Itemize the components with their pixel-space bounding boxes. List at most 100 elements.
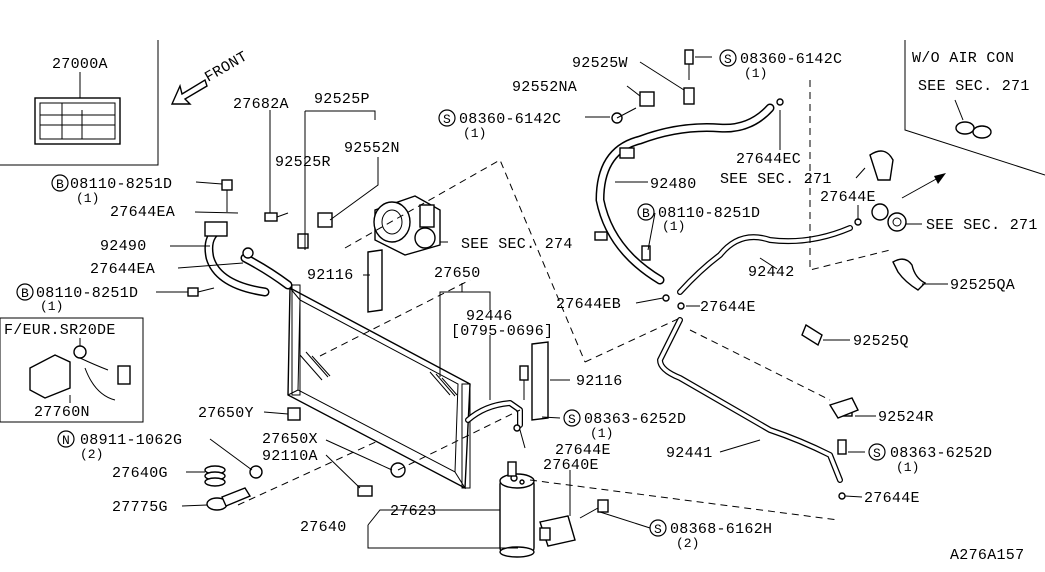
label-92525R: 92525R xyxy=(275,154,331,171)
label-27644EA-2: 27644EA xyxy=(90,261,155,278)
small-parts xyxy=(187,49,927,519)
screw-symbol xyxy=(563,409,581,427)
qty-08110-c: (1) xyxy=(662,219,685,234)
qty-08110-b: (1) xyxy=(40,299,63,314)
label-27000A: 27000A xyxy=(52,56,108,73)
pad-92116-a xyxy=(367,249,383,313)
label-27650: 27650 xyxy=(434,265,481,282)
inset-title-wo-aircon: W/O AIR CON xyxy=(912,50,1014,67)
label-92552N: 92552N xyxy=(344,140,400,157)
label-92525QA: 92525QA xyxy=(950,277,1015,294)
label-08360-b: 08360-6142C xyxy=(459,111,561,128)
svg-text:S: S xyxy=(873,446,881,461)
svg-text:S: S xyxy=(724,52,732,67)
label-27644EA-1: 27644EA xyxy=(110,204,175,221)
screw-symbol xyxy=(438,109,456,127)
label-27644E-mid: 27644E xyxy=(555,442,611,459)
inset-top-left: 27000A xyxy=(0,40,159,166)
part-labels: 27682A 92525P 92525R 92552N 08110-8251D … xyxy=(36,51,1038,564)
bolt-symbol xyxy=(637,203,655,221)
svg-text:S: S xyxy=(654,522,662,537)
qty-08911: (2) xyxy=(80,447,103,462)
label-08368: 08368-6162H xyxy=(670,521,772,538)
svg-text:S: S xyxy=(443,112,451,127)
inset-see-sec-271: SEE SEC. 271 xyxy=(918,78,1030,95)
label-08363-b: 08363-6252D xyxy=(890,445,992,462)
svg-text:N: N xyxy=(62,433,70,448)
condenser-27650 xyxy=(287,284,471,490)
nut-symbol xyxy=(57,430,75,448)
hose-92490 xyxy=(204,221,293,297)
qty-08363-b: (1) xyxy=(896,460,919,475)
label-27775G: 27775G xyxy=(112,499,168,516)
label-see-sec-274: SEE SEC. 274 xyxy=(461,236,573,253)
label-see-sec-271-a: SEE SEC. 271 xyxy=(720,171,832,188)
qty-08360-a: (1) xyxy=(744,66,767,81)
pad-92116-b xyxy=(531,341,549,421)
label-92525P: 92525P xyxy=(314,91,370,108)
label-92524R: 92524R xyxy=(878,409,934,426)
label-92110A: 92110A xyxy=(262,448,318,465)
label-see-sec-271-b: SEE SEC. 271 xyxy=(926,217,1038,234)
inset-top-right: W/O AIR CON SEE SEC. 271 xyxy=(904,40,1045,176)
bolt-symbol xyxy=(16,283,34,301)
hose-92480 xyxy=(594,103,775,285)
label-08110-b: 08110-8251D xyxy=(36,285,138,302)
label-08360-a: 08360-6142C xyxy=(740,51,842,68)
label-92552NA: 92552NA xyxy=(512,79,577,96)
label-27644E-r: 27644E xyxy=(820,189,876,206)
label-92480: 92480 xyxy=(650,176,697,193)
bolt-symbol xyxy=(51,174,69,192)
pipe-92446 xyxy=(465,400,523,428)
label-27650Y: 27650Y xyxy=(198,405,254,422)
qty-08360-b: (1) xyxy=(463,126,486,141)
label-92525W: 92525W xyxy=(572,55,628,72)
pipe-92441 xyxy=(657,317,843,483)
diagram-id: A276A157 xyxy=(950,547,1024,564)
label-27644EC: 27644EC xyxy=(736,151,801,168)
label-27650X: 27650X xyxy=(262,431,318,448)
qty-08368: (2) xyxy=(676,536,699,551)
label-27644EB: 27644EB xyxy=(556,296,621,313)
screw-symbol xyxy=(719,49,737,67)
compressor xyxy=(373,195,441,256)
svg-text:S: S xyxy=(568,412,576,427)
label-27640G: 27640G xyxy=(112,465,168,482)
inset-title-feur: F/EUR.SR20DE xyxy=(4,322,116,339)
label-27640: 27640 xyxy=(300,519,347,536)
leader-lines xyxy=(156,56,948,549)
label-08110-a: 08110-8251D xyxy=(70,176,172,193)
screw-symbol xyxy=(868,443,886,461)
label-08911: 08911-1062G xyxy=(80,432,182,449)
inset-left: F/EUR.SR20DE 27760N xyxy=(0,317,144,423)
screw-symbol xyxy=(649,519,667,537)
label-27644E-br: 27644E xyxy=(864,490,920,507)
front-label: FRONT xyxy=(202,48,251,86)
label-92525Q: 92525Q xyxy=(853,333,909,350)
label-92490: 92490 xyxy=(100,238,147,255)
label-27682A: 27682A xyxy=(233,96,289,113)
label-08363-a: 08363-6252D xyxy=(584,411,686,428)
label-27644E-c: 27644E xyxy=(700,299,756,316)
label-92446: 92446 xyxy=(466,308,513,325)
label-92446-date: [0795-0696] xyxy=(451,323,553,340)
label-92441: 92441 xyxy=(666,445,713,462)
label-08110-c: 08110-8251D xyxy=(658,205,760,222)
condenser-fins xyxy=(299,351,458,397)
pipe-92442 xyxy=(677,225,853,295)
qty-08110-a: (1) xyxy=(76,191,99,206)
direction-arrow-right xyxy=(901,173,946,199)
receiver-drier-27640 xyxy=(499,461,576,558)
qty-08363-a: (1) xyxy=(590,426,613,441)
svg-text:B: B xyxy=(56,177,64,192)
label-92442: 92442 xyxy=(748,264,795,281)
dashed-lines xyxy=(237,80,891,521)
label-92116-b: 92116 xyxy=(576,373,623,390)
label-27640E: 27640E xyxy=(543,457,599,474)
label-92116-a: 92116 xyxy=(307,267,354,284)
svg-text:B: B xyxy=(21,286,29,301)
label-27760N: 27760N xyxy=(34,404,90,421)
prefix-symbols: B B B S S S S S N xyxy=(16,49,886,537)
